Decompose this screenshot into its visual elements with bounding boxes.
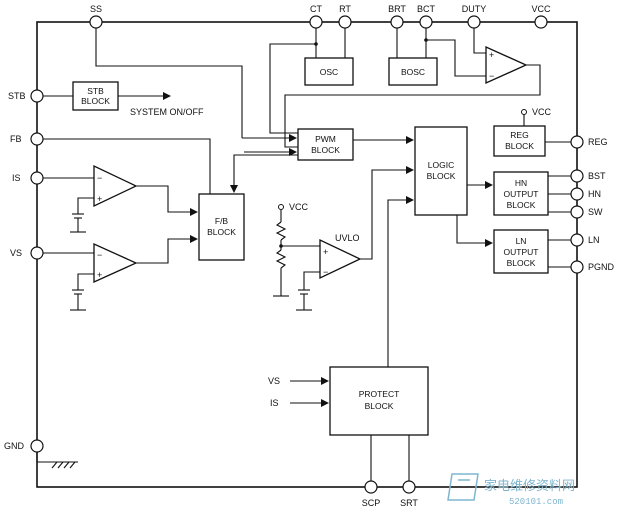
pin-pgnd: PGND <box>570 260 615 274</box>
hn-output-block: HN OUTPUT BLOCK <box>493 171 549 216</box>
pin-ln: LN <box>570 233 600 247</box>
pin-vs: VS <box>10 246 44 260</box>
is-comparator: − + <box>93 164 138 208</box>
pin-ct-label: CT <box>310 4 322 14</box>
system-onoff-label: SYSTEM ON/OFF <box>130 107 204 117</box>
pin-vcc-label: VCC <box>531 4 551 14</box>
ln-output-label-3: BLOCK <box>507 258 536 268</box>
ln-output-block: LN OUTPUT BLOCK <box>493 229 549 274</box>
pwm-block-label-2: BLOCK <box>311 145 340 155</box>
pin-duty: DUTY <box>462 4 487 29</box>
protect-vs-label: VS <box>268 376 280 386</box>
pin-pgnd-label: PGND <box>588 262 615 272</box>
fb-block-label-1: F/B <box>215 216 229 226</box>
hn-output-label-3: BLOCK <box>507 200 536 210</box>
stb-block-label-2: BLOCK <box>81 96 110 106</box>
pin-bst: BST <box>570 169 606 183</box>
vs-comparator: − + <box>93 242 138 284</box>
bosc-block: BOSC <box>388 57 438 86</box>
pin-scp: SCP <box>362 480 381 508</box>
pin-bst-label: BST <box>588 171 606 181</box>
pin-brt: BRT <box>388 4 406 29</box>
pin-ss: SS <box>89 4 103 29</box>
pin-hn-label: HN <box>588 189 601 199</box>
watermark-url: 520101.com <box>509 497 563 507</box>
ln-output-label-1: LN <box>516 236 527 246</box>
protect-block-label-1: PROTECT <box>359 389 400 399</box>
uvlo-comp-minus: − <box>323 267 328 277</box>
protect-block-label-2: BLOCK <box>365 401 394 411</box>
pin-hn: HN <box>570 187 601 201</box>
stb-block-label-1: STB <box>87 86 104 96</box>
pin-is: IS <box>12 171 44 185</box>
pin-rt: RT <box>338 4 352 29</box>
vs-comp-plus: + <box>97 270 102 280</box>
reg-block-label-1: REG <box>510 130 528 140</box>
uvlo-comparator: + − UVLO <box>319 233 362 280</box>
pin-fb-label: FB <box>10 134 22 144</box>
pin-scp-label: SCP <box>362 498 381 508</box>
vcc-uvlo-label: VCC <box>289 202 309 212</box>
pin-bct: BCT <box>417 4 436 29</box>
pin-sw-label: SW <box>588 207 603 217</box>
pin-bct-label: BCT <box>417 4 436 14</box>
vs-comp-minus: − <box>97 250 102 260</box>
pin-vs-label: VS <box>10 248 22 258</box>
protect-is-label: IS <box>270 398 279 408</box>
pin-duty-label: DUTY <box>462 4 487 14</box>
protect-block: PROTECT BLOCK <box>329 366 429 436</box>
pin-stb-label: STB <box>8 91 26 101</box>
is-comp-plus: + <box>97 194 102 204</box>
pwm-block: PWM BLOCK <box>297 128 354 161</box>
wiring: SYSTEM ON/OFF <box>36 28 571 481</box>
pwm-block-label-1: PWM <box>315 134 336 144</box>
osc-block-label: OSC <box>320 67 338 77</box>
duty-amplifier: + − <box>485 45 528 85</box>
bosc-block-label: BOSC <box>401 67 425 77</box>
pin-reg-label: REG <box>588 137 608 147</box>
pin-fb: FB <box>10 132 44 146</box>
is-comp-minus: − <box>97 173 102 183</box>
ln-output-label-2: OUTPUT <box>504 247 539 257</box>
pin-ss-label: SS <box>90 4 102 14</box>
watermark: 家电维修资料网 520101.com <box>447 473 575 507</box>
pin-ct: CT <box>309 4 323 29</box>
pin-stb: STB <box>8 89 44 103</box>
uvlo-label: UVLO <box>335 233 360 243</box>
hn-output-label-2: OUTPUT <box>504 189 539 199</box>
pin-gnd: GND <box>4 439 44 453</box>
logic-block: LOGIC BLOCK <box>414 126 468 216</box>
pin-gnd-label: GND <box>4 441 25 451</box>
duty-amp-plus: + <box>489 50 494 60</box>
logic-block-label-2: BLOCK <box>427 171 456 181</box>
pin-sw: SW <box>570 205 603 219</box>
pin-reg: REG <box>570 135 608 149</box>
pin-rt-label: RT <box>339 4 351 14</box>
logic-block-label-1: LOGIC <box>428 160 454 170</box>
watermark-text: 家电维修资料网 <box>484 478 575 493</box>
pin-ln-label: LN <box>588 235 600 245</box>
pin-brt-label: BRT <box>388 4 406 14</box>
uvlo-comp-plus: + <box>323 247 328 257</box>
pin-vcc: VCC <box>531 4 551 29</box>
reg-block: REG BLOCK <box>493 125 546 157</box>
duty-amp-minus: − <box>489 71 494 81</box>
vcc-reg-label: VCC <box>532 107 552 117</box>
pin-srt-label: SRT <box>400 498 418 508</box>
reg-block-label-2: BLOCK <box>505 141 534 151</box>
osc-block: OSC <box>304 57 354 86</box>
fb-block-label-2: BLOCK <box>207 227 236 237</box>
pin-is-label: IS <box>12 173 21 183</box>
hn-output-label-1: HN <box>515 178 527 188</box>
stb-block: STB BLOCK <box>72 81 119 111</box>
pin-srt: SRT <box>400 480 418 508</box>
fb-block: F/B BLOCK <box>198 193 245 261</box>
